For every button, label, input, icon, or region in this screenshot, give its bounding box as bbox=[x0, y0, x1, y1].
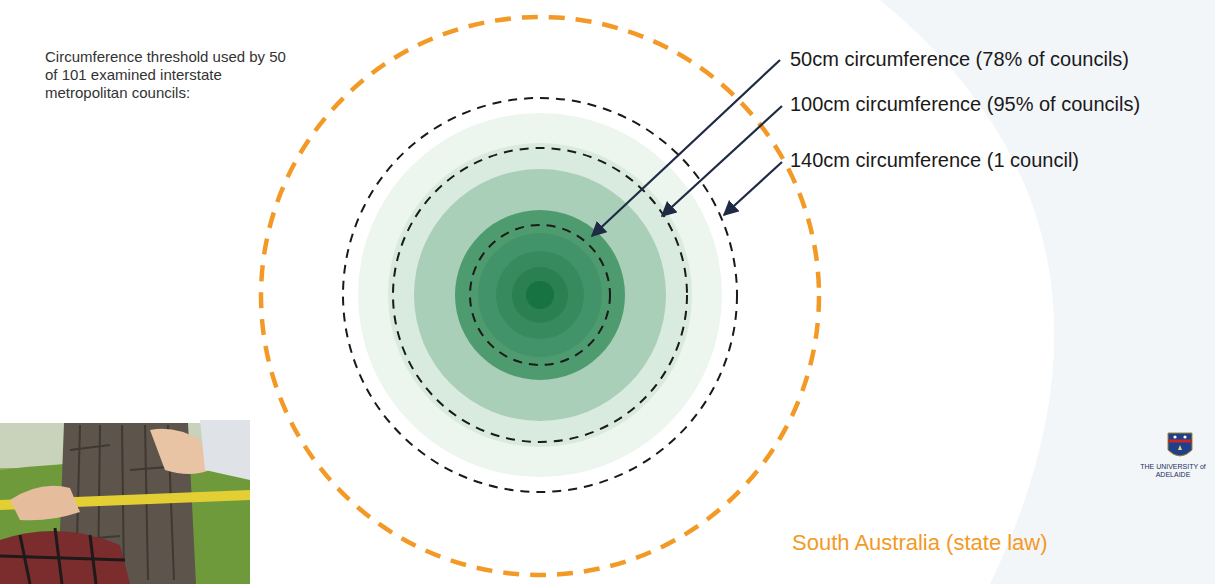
callout-label: 100cm circumference (95% of councils) bbox=[790, 92, 1140, 116]
tree-photo bbox=[0, 420, 250, 584]
region-label: South Australia (state law) bbox=[792, 530, 1048, 556]
leader-lines bbox=[592, 60, 782, 236]
university-crest bbox=[1168, 433, 1192, 456]
note-text: Circumference threshold used by 50 of 10… bbox=[45, 48, 295, 102]
callout-label: 50cm circumference (78% of councils) bbox=[790, 47, 1129, 71]
callout-label: 140cm circumference (1 council) bbox=[790, 148, 1079, 172]
background-swoosh bbox=[880, 0, 1215, 584]
logo-text: THE UNIVERSITY of ADELAIDE bbox=[1138, 463, 1208, 479]
green-rings bbox=[358, 113, 722, 477]
threshold-circles bbox=[343, 98, 737, 492]
state-law-circle bbox=[261, 17, 819, 575]
